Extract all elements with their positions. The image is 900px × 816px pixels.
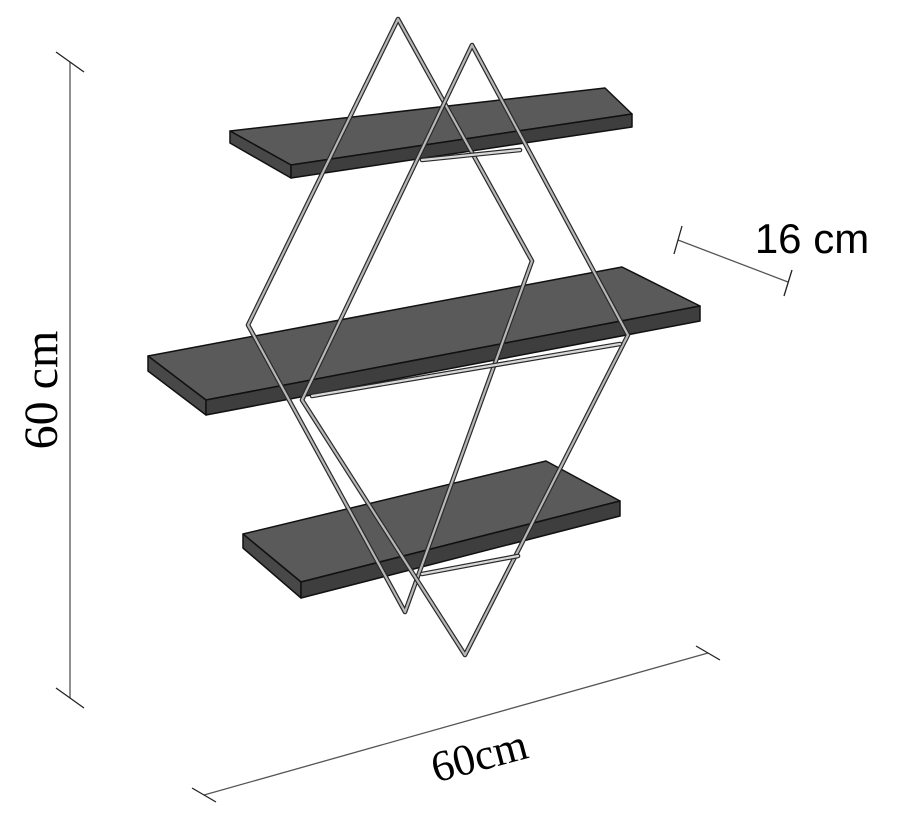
width-dimension-line (203, 652, 709, 796)
shelf-middle (147, 266, 701, 416)
depth-dimension-line (677, 239, 789, 283)
depth-dimension: 16 cm (673, 215, 869, 297)
depth-left-tick (673, 225, 683, 255)
height-label: 60 cm (15, 331, 68, 450)
shelf-bottom (242, 460, 621, 599)
width-left-tick (191, 787, 217, 803)
width-label: 60cm (426, 720, 533, 793)
depth-right-tick (783, 269, 793, 297)
depth-label: 16 cm (755, 215, 869, 262)
width-dimension: 60cm (191, 645, 721, 803)
height-bottom-tick (55, 687, 85, 709)
height-top-tick (55, 51, 85, 73)
wire-frame-diamond-left (245, 16, 535, 615)
width-right-tick (695, 645, 721, 661)
wire-frame-diamond-right (299, 42, 631, 658)
support-bars (309, 147, 623, 577)
height-dimension: 60 cm (15, 51, 85, 709)
